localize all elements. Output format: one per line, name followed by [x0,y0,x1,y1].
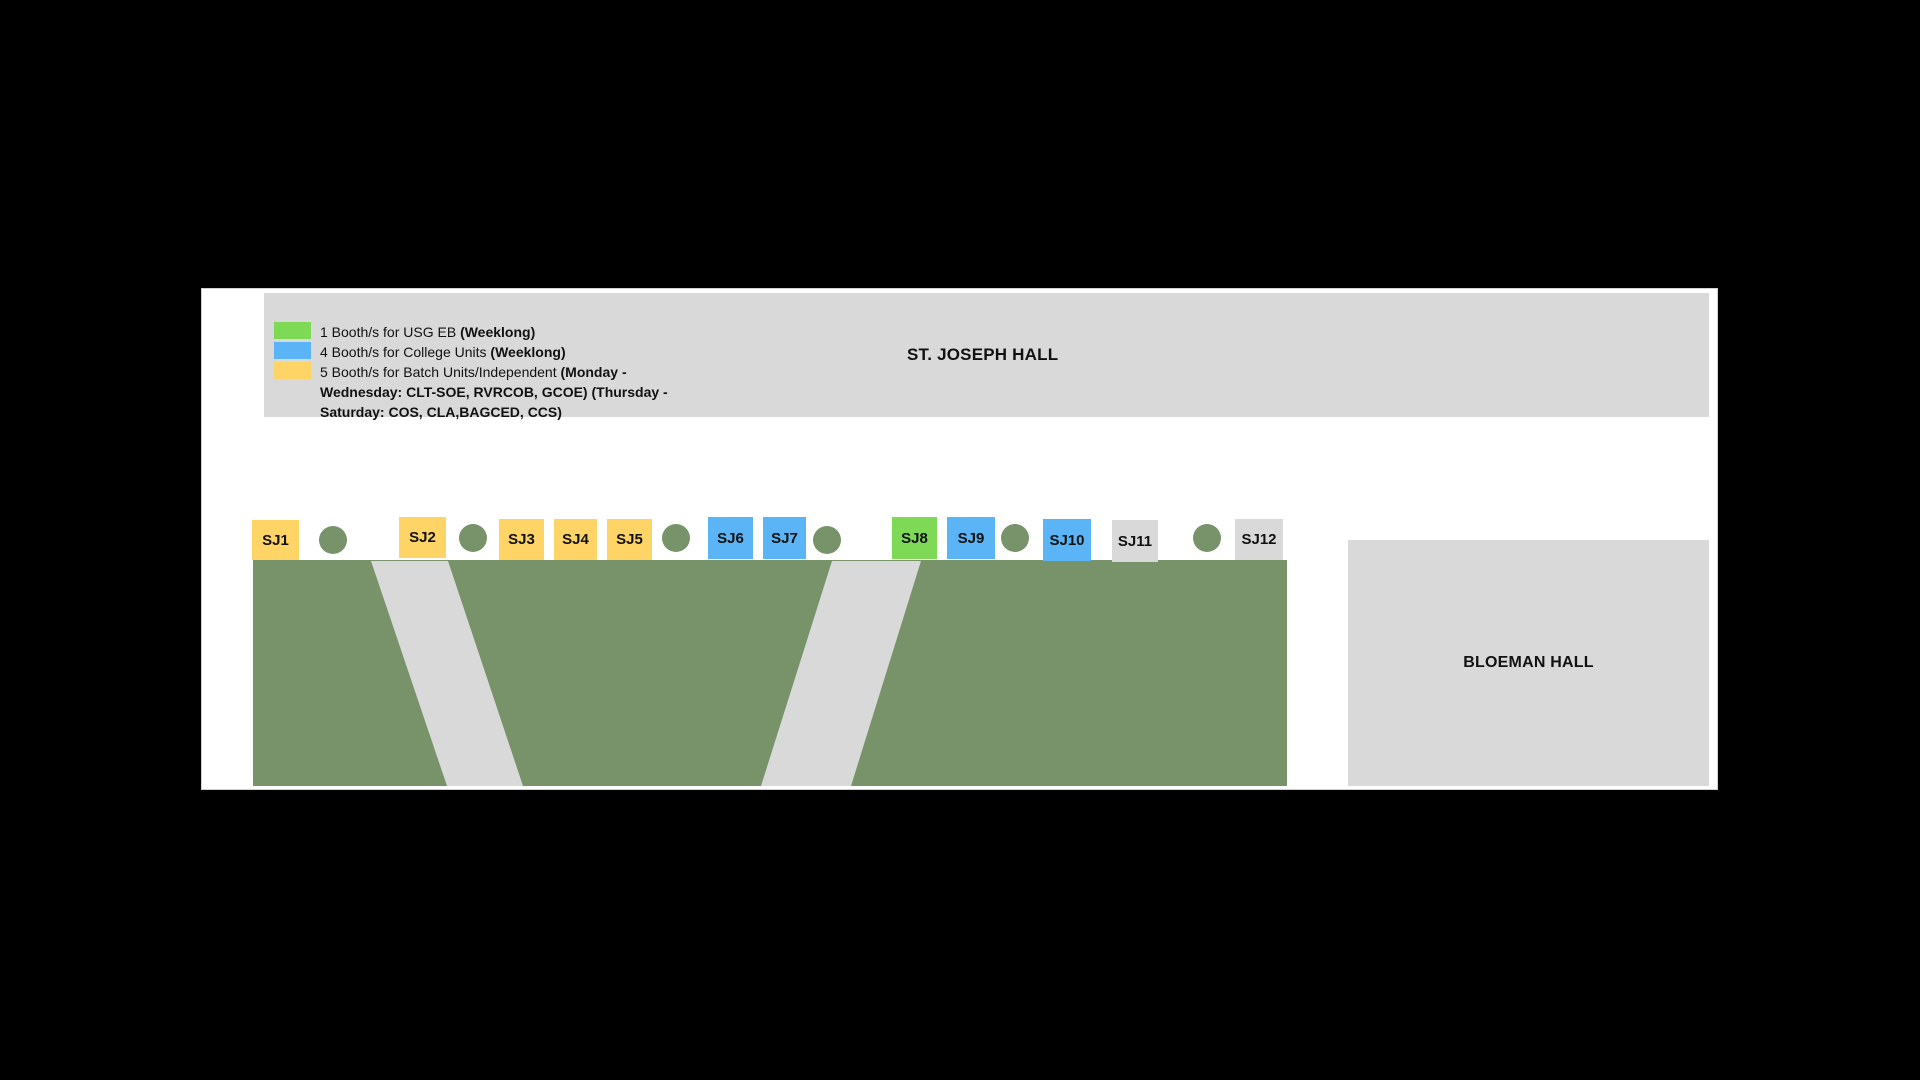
booth-sj5[interactable]: SJ5 [607,519,652,560]
legend-duration: (Weeklong) [460,324,536,340]
booth-sj6[interactable]: SJ6 [708,517,753,559]
st-joseph-hall-label: ST. JOSEPH HALL [907,345,1059,364]
booth-sj2[interactable]: SJ2 [399,517,446,558]
booth-sj11[interactable]: SJ11 [1112,520,1158,562]
booth-sj7[interactable]: SJ7 [763,517,806,559]
tree-icon [813,526,841,554]
walkway-left [371,561,523,786]
legend-label: 5 Booth/s for Batch Units/Independent [320,364,561,380]
legend-schedule-line-2: Saturday: COS, CLA,BAGCED, CCS) [320,404,562,420]
booth-sj10[interactable]: SJ10 [1043,519,1091,561]
booth-sj9[interactable]: SJ9 [947,517,995,559]
booth-sj12[interactable]: SJ12 [1235,519,1283,560]
legend-duration: (Monday - [560,364,627,380]
booth-sj4[interactable]: SJ4 [554,519,597,560]
legend: 1 Booth/s for USG EB (Weeklong) 4 Booth/… [274,320,694,380]
legend-duration: (Weeklong) [490,344,566,360]
legend-schedule-line-1: Wednesday: CLT-SOE, RVRCOB, GCOE) (Thurs… [320,384,668,400]
legend-item-usg-eb: 1 Booth/s for USG EB (Weeklong) [274,320,694,340]
booth-sj3[interactable]: SJ3 [499,519,544,560]
swatch-usg-eb-icon [274,322,311,339]
tree-icon [319,526,347,554]
legend-item-batch-units: 5 Booth/s for Batch Units/Independent (M… [274,360,694,380]
booth-sj8[interactable]: SJ8 [892,517,937,559]
swatch-college-units-icon [274,342,311,359]
tree-icon [1193,524,1221,552]
legend-item-college-units: 4 Booth/s for College Units (Weeklong) [274,340,694,360]
booth-sj1[interactable]: SJ1 [252,520,299,560]
legend-label: 4 Booth/s for College Units [320,344,491,360]
tree-icon [662,524,690,552]
bloeman-hall-building: BLOEMAN HALL [1348,540,1709,786]
tree-icon [459,524,487,552]
swatch-batch-units-icon [274,362,311,379]
tree-icon [1001,524,1029,552]
walkway-right [761,561,921,786]
legend-label: 1 Booth/s for USG EB [320,324,461,340]
st-joseph-hall-building [264,293,1709,417]
bloeman-hall-label: BLOEMAN HALL [1463,654,1594,671]
